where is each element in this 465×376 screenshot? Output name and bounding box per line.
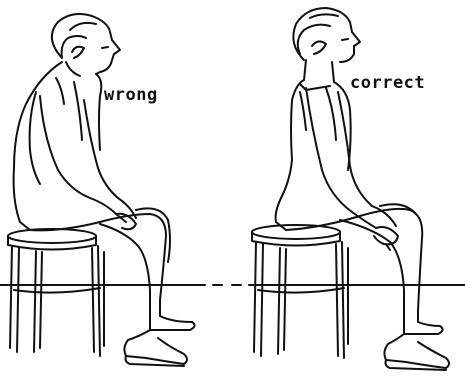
- right-legs: [286, 204, 449, 370]
- correct-label: correct: [350, 73, 425, 93]
- right-stool: [252, 225, 348, 358]
- left-legs: [30, 208, 195, 366]
- left-torso: [14, 62, 102, 230]
- wrong-label: wrong: [104, 85, 158, 105]
- left-stool: [8, 229, 104, 356]
- right-head: [293, 8, 360, 82]
- left-arm: [40, 96, 136, 229]
- upright-figure: [252, 8, 449, 370]
- left-head: [52, 14, 120, 76]
- slouched-figure: [8, 14, 195, 366]
